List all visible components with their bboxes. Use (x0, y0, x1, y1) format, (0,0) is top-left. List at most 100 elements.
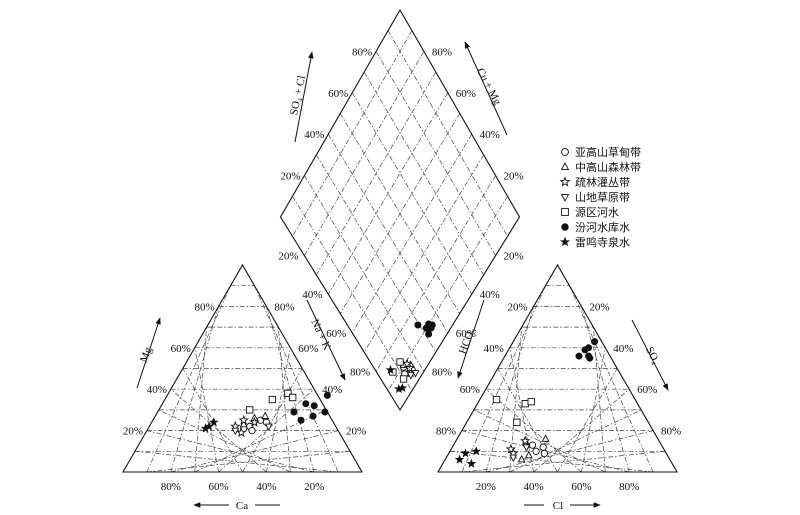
anion-left-tick: 40% (484, 343, 504, 355)
anion-point (471, 446, 482, 456)
legend-label: 中高山森林带 (575, 160, 641, 174)
diamond-point (399, 375, 408, 383)
anion-point (541, 434, 550, 442)
cation-point (261, 411, 270, 419)
anion-point (575, 352, 583, 360)
diamond-grid-b (339, 113, 461, 314)
anion-bottom-tick: 80% (619, 481, 639, 493)
diamond-grid-a (363, 71, 484, 276)
legend-label: 山地草原带 (575, 191, 630, 204)
plot-frames (122, 8, 678, 473)
diamond-lower-left-tick: 40% (302, 289, 322, 301)
anion-point (539, 443, 547, 451)
diamond-grid-a (387, 30, 508, 237)
legend-item: 雷鸣寺泉水 (559, 235, 630, 249)
anion-triangle-grid-b (557, 368, 618, 473)
legend-label: 雷鸣寺泉水 (575, 235, 630, 249)
cation-triangle-grid-b (266, 347, 291, 473)
anion-right-tick: 40% (613, 343, 633, 355)
series-5 (290, 320, 599, 424)
anion-triangle-grid-b (593, 327, 606, 473)
anion-left-tick: 60% (460, 384, 480, 396)
anion-triangle-frame (437, 263, 678, 473)
cation-triangle-grid-b (254, 285, 339, 473)
anion-triangle-grid-a (485, 388, 582, 473)
anion-point (492, 395, 501, 404)
cation-point (268, 395, 277, 404)
cu-mg-axis-label: Cu + Mg (474, 66, 504, 107)
diamond-upper-left-tick: 60% (328, 88, 348, 100)
ca-axis-label: Ca (236, 500, 248, 512)
diamond-upper-right-tick: 40% (480, 129, 500, 141)
so4-arrow (631, 319, 669, 391)
diamond-point (385, 364, 396, 375)
anion-triangle-grid-b (569, 285, 654, 473)
cation-right-tick: 80% (274, 301, 294, 313)
cation-point (264, 423, 273, 432)
diamond-point (406, 372, 415, 380)
cation-left-tick: 20% (123, 426, 143, 438)
cation-point (284, 389, 292, 397)
cation-point (297, 416, 305, 424)
legend-marker (559, 176, 571, 187)
anion-triangle-grid-a (449, 450, 654, 473)
anion-point (460, 448, 471, 458)
legend-marker (561, 223, 569, 231)
cation-point (290, 408, 298, 416)
anion-point (454, 454, 465, 464)
diamond-point (422, 324, 430, 332)
anion-point (585, 344, 593, 352)
anion-point (586, 354, 594, 362)
anion-triangle-grid-a (473, 409, 606, 473)
anion-left-tick: 20% (508, 301, 528, 313)
anion-triangle-grid-b (581, 306, 630, 473)
so4-axis-label: SO₄ (643, 345, 662, 367)
cation-triangle-grid-b (218, 388, 315, 473)
diamond-point (425, 330, 433, 338)
so4-cl-axis-label: SO₄ + Cl (288, 75, 308, 117)
legend-label: 汾河水库水 (575, 221, 630, 234)
diamond-grid-a (292, 196, 413, 391)
diamond-point (396, 358, 404, 366)
diamond-upper-left-tick: 80% (352, 46, 372, 58)
cu-mg-arrow (464, 41, 508, 136)
cation-triangle-grid-a (134, 450, 339, 473)
legend-label: 疏林灌丛带 (575, 175, 630, 189)
cation-bottom-tick: 80% (161, 481, 181, 493)
series-3 (231, 370, 531, 463)
diamond-grid-b (351, 134, 472, 333)
legend-marker (559, 236, 571, 247)
legend-marker (560, 193, 570, 202)
cation-left-tick: 40% (147, 384, 167, 396)
cation-point (248, 426, 256, 435)
diamond-upper-right-tick: 80% (432, 46, 452, 58)
anion-point (509, 454, 518, 463)
anion-point (528, 441, 537, 449)
diamond-lower-left-tick: 60% (326, 328, 346, 340)
cation-triangle-grid-b (278, 327, 291, 473)
legend-label: 亚高山草甸带 (575, 145, 641, 159)
diamond-grid-b (375, 175, 496, 372)
cation-point (249, 416, 260, 427)
anion-point (532, 447, 540, 455)
cation-bottom-tick: 60% (209, 481, 229, 493)
legend-item: 中高山森林带 (560, 160, 641, 174)
diamond-point (401, 358, 413, 369)
anion-triangle-grid-a (497, 368, 558, 473)
diamond-lower-left-tick: 20% (278, 251, 298, 263)
anion-right-tick: 60% (637, 384, 657, 396)
diamond-grid-b (316, 71, 437, 276)
cation-point (302, 400, 310, 408)
cation-point (231, 427, 240, 436)
cation-right-tick: 60% (298, 343, 318, 355)
diamond-point (397, 382, 408, 393)
legend-label: 源区河水 (575, 205, 619, 219)
legend-item: 疏林灌丛带 (559, 175, 630, 189)
hco3-arrow (457, 299, 485, 379)
diamond-point (411, 370, 420, 378)
cation-left-tick: 60% (171, 343, 191, 355)
grid-lines (134, 30, 666, 473)
legend-item: 源区河水 (561, 205, 619, 219)
diamond-lower-right-tick: 40% (480, 289, 500, 301)
